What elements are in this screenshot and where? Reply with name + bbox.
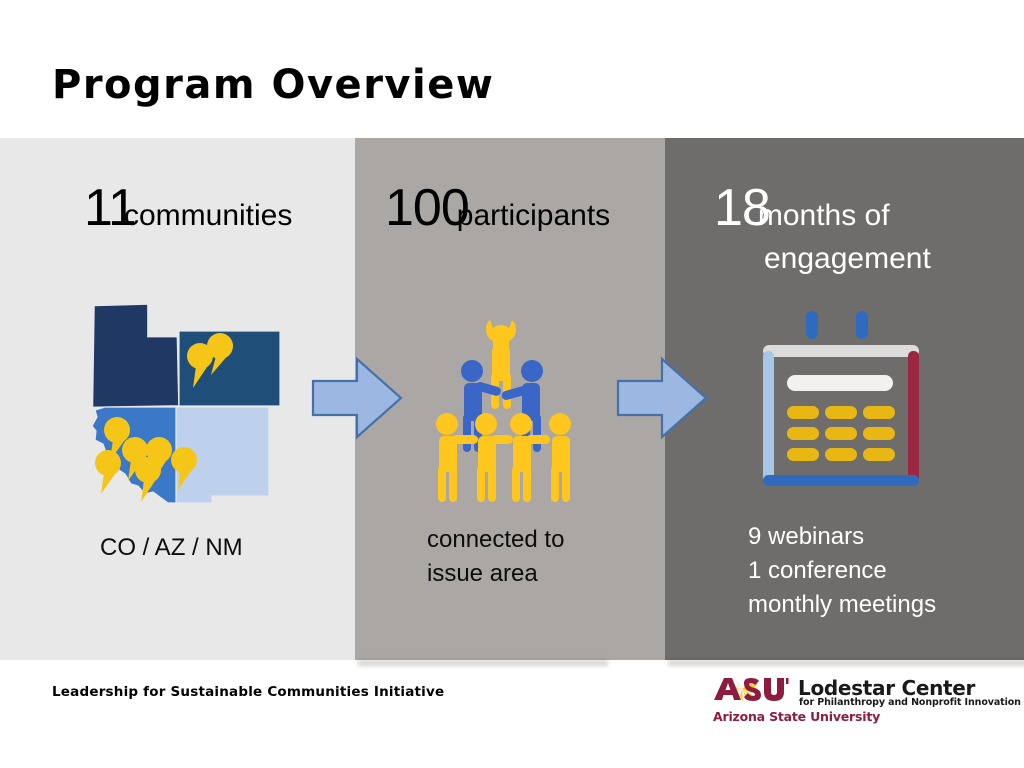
person-bottom-2: [475, 413, 513, 502]
map-pins: [95, 333, 233, 502]
logo-title: Lodestar Center: [798, 676, 976, 700]
state-utah: [91, 303, 181, 409]
map-pin: [187, 343, 213, 388]
person-bottom-3: [510, 413, 550, 502]
caption-participants: connected to issue area: [427, 526, 565, 588]
page-title: Program Overview: [52, 62, 495, 108]
calendar-cell: [787, 427, 819, 440]
panel-shadow: [668, 660, 1024, 666]
person-bottom-4: [549, 413, 571, 502]
us-southwest-map-with-pins-icon: [83, 298, 288, 508]
caption-communities: CO / AZ / NM: [100, 534, 243, 561]
arrow-communities-to-participants: [311, 356, 403, 440]
calendar-cells: [787, 406, 895, 461]
calendar-right-border: [908, 351, 919, 483]
logo-subtitle: for Philanthropy and Nonprofit Innovatio…: [799, 697, 1021, 708]
person-bottom-1: [436, 413, 478, 502]
calendar-cell: [863, 427, 895, 440]
arrow-participants-to-engagement: [616, 356, 708, 440]
stat-number-communities: 11: [84, 179, 137, 237]
stat-label-communities: communities: [123, 199, 293, 232]
panel-shadow: [358, 660, 608, 666]
stat-label-engagement-line2: engagement: [764, 242, 931, 275]
calendar-cell: [825, 448, 857, 461]
stat-label-engagement: months of: [757, 199, 890, 232]
calendar-top-bar: [763, 345, 919, 357]
heading-communities: 11communities: [84, 182, 292, 234]
asu-lodestar-center-logo: Lodestar Center for Philanthropy and Non…: [712, 676, 1021, 726]
people-pyramid-icon: [434, 311, 579, 503]
map-pin: [171, 447, 197, 490]
panel-engagement: [665, 138, 1024, 660]
calendar-cell: [825, 406, 857, 419]
map-pin: [95, 450, 121, 494]
stat-label-participants: participants: [456, 199, 611, 232]
calendar-ring: [856, 311, 868, 339]
stat-number-participants: 100: [385, 179, 470, 237]
calendar-cell: [863, 406, 895, 419]
map-pin: [207, 333, 233, 375]
stat-number-engagement: 18: [714, 179, 771, 237]
calendar-cell: [787, 448, 819, 461]
calendar-cell: [863, 448, 895, 461]
map-pin: [146, 437, 172, 481]
heading-engagement: 18months of engagement: [714, 182, 931, 274]
caption-engagement: 9 webinars 1 conference monthly meetings: [748, 523, 937, 619]
asu-sunburst-icon: [714, 678, 789, 702]
calendar-cell: [825, 427, 857, 440]
heading-participants: 100participants: [385, 182, 610, 234]
calendar-bottom-border: [763, 475, 919, 486]
logo-university: Arizona State University: [713, 709, 881, 724]
calendar-icon: [751, 307, 931, 503]
calendar-title-row: [787, 375, 893, 391]
calendar-left-border: [763, 351, 774, 483]
calendar-cell: [787, 406, 819, 419]
footer-initiative-text: Leadership for Sustainable Communities I…: [52, 684, 445, 700]
calendar-ring: [806, 311, 818, 339]
